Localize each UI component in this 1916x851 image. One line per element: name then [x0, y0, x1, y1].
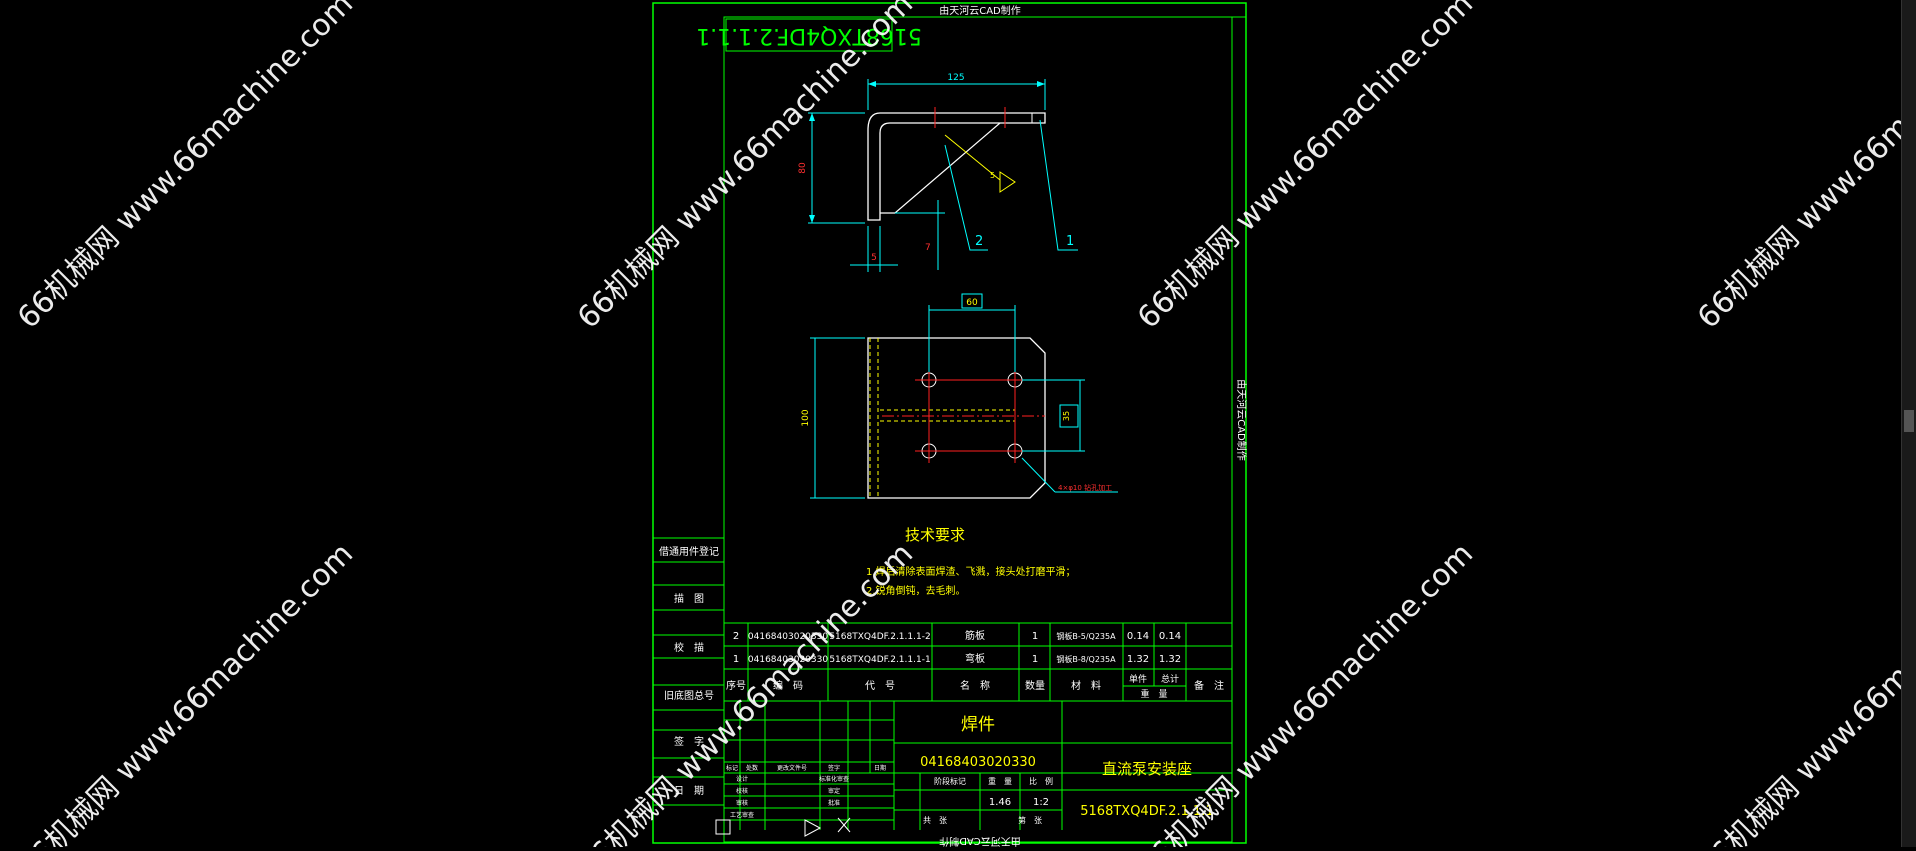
watermark-3: 66机械网 www.66machine.com [1131, 0, 1480, 336]
weight-value: 1.46 [989, 797, 1011, 808]
part-code: 04168403020330 [920, 755, 1036, 770]
bom-row-1-material: 钢板B-8/Q235A [1056, 654, 1116, 664]
bom-header-total: 总计 [1161, 673, 1179, 685]
left-label-6: 日 期 [674, 785, 704, 797]
bom-row-1-drawing: 5168TXQ4DF.2.1.1.1-1 [829, 655, 930, 665]
inner-frame [723, 16, 1233, 843]
bom-row-2-qty: 1 [1032, 631, 1038, 642]
dim-plate-height: 100 [801, 409, 811, 426]
row-label-4: 签字 [828, 764, 840, 772]
sign-label2-1: 标准化审查 [819, 775, 849, 783]
bom-row-2-drawing: 5168TXQ4DF.2.1.1.1-2 [829, 632, 930, 642]
callout-2: 2 [975, 234, 983, 249]
bom-row-2-unit: 0.14 [1127, 631, 1149, 642]
bom-header-weight: 重 量 [1140, 688, 1167, 700]
watermark-7: 66机械网 www.66machine.com [1131, 536, 1480, 847]
sheets-label: 共 张 [923, 816, 947, 825]
part-name: 直流泵安装座 [1102, 760, 1192, 778]
callout-1: 1 [1066, 234, 1074, 249]
left-label-3: 校 描 [674, 641, 704, 654]
sign-label-1: 设计 [736, 775, 748, 783]
bom-row-1-code: 04168403020330 [748, 655, 828, 665]
left-label-1: 借通用件登记 [659, 545, 719, 558]
left-label-5: 签 字 [674, 735, 704, 748]
weight-label: 重 量 [988, 776, 1012, 786]
scale-label: 比 例 [1029, 776, 1053, 786]
watermark-1: 66机械网 www.66machine.com [11, 0, 360, 336]
title-block-lines [724, 701, 1232, 830]
code-box-text: 5168TXQ4DF.2.1.1.1 [696, 23, 922, 48]
code-box [725, 18, 893, 52]
bom-header-seq: 序号 [726, 679, 746, 692]
tech-item-2: 2.锐角倒钝，去毛刺。 [866, 584, 966, 597]
scale-value: 1:2 [1033, 797, 1049, 808]
part-type: 焊件 [961, 715, 995, 735]
tech-item-1: 1.焊后清除表面焊渣、飞溅，接头处打磨平滑； [866, 565, 1076, 578]
row-label-5: 日期 [874, 764, 886, 772]
left-column [653, 537, 724, 806]
row-label-1: 标记 [726, 764, 738, 772]
top-view: 60 100 35 4×φ10 钻孔加工 [801, 293, 1118, 499]
watermark-5: 66机械网 www.66machine.com [11, 536, 360, 847]
bom-row-2-material: 钢板B-5/Q235A [1056, 631, 1116, 641]
bom-header-code: 编 码 [773, 679, 803, 692]
vertical-scrollbar[interactable] [1901, 0, 1916, 847]
bom-row-2-total: 0.14 [1159, 631, 1181, 642]
bom-row-1-seq: 1 [733, 654, 739, 665]
svg-text:5: 5 [990, 171, 995, 180]
watermark-8: 66机械网 www.66machine.com [1691, 536, 1916, 847]
row-label-2: 处数 [746, 764, 758, 772]
sign-label2-3: 批准 [828, 799, 840, 807]
dim-height-left: 80 [798, 162, 808, 174]
sign-label-4: 工艺审查 [730, 811, 754, 819]
bom-row-1-name: 弯板 [965, 652, 985, 665]
drawing-no: 5168TXQ4DF.2.1.1.1 [1080, 804, 1213, 819]
sign-label2-2: 审定 [828, 787, 840, 795]
left-label-4: 旧底图总号 [664, 689, 714, 702]
header-note: 由天河云CAD制作 [939, 4, 1021, 17]
dim-top-width: 125 [947, 73, 964, 83]
sign-label-3: 审核 [736, 799, 748, 807]
bom-header-material: 材 料 [1071, 679, 1101, 692]
front-view: 125 80 5 7 2 1 5 [798, 73, 1078, 272]
row-label-3: 更改文件号 [777, 764, 807, 772]
bom-table [724, 622, 1232, 702]
bom-header-drawing: 代 号 [865, 680, 895, 692]
left-label-2: 描 图 [674, 592, 704, 605]
bom-header-unit: 单件 [1129, 673, 1147, 685]
bom-header-name: 名 称 [960, 679, 990, 692]
dim-small-h: 5 [871, 253, 877, 263]
sign-label-2: 校核 [736, 787, 748, 795]
scrollbar-thumb[interactable] [1904, 410, 1914, 432]
dim-hole-pitch: 35 [1062, 411, 1071, 421]
sheet-label: 第 张 [1018, 815, 1042, 825]
ucs-icon [715, 817, 851, 837]
bom-row-1-total: 1.32 [1159, 654, 1181, 665]
bom-header-note: 备 注 [1194, 679, 1224, 692]
hole-note: 4×φ10 钻孔加工 [1058, 483, 1112, 492]
stage-label: 阶段标记 [934, 776, 966, 786]
bom-row-2-name: 筋板 [965, 629, 985, 642]
bottom-note: 由天河云CAD制作 [939, 835, 1021, 847]
dim-small-v: 7 [925, 243, 931, 253]
bom-row-1-unit: 1.32 [1127, 654, 1149, 665]
outer-frame [652, 2, 1247, 844]
dim-bolt-spacing: 60 [966, 298, 978, 308]
bom-header-qty: 数量 [1025, 679, 1045, 692]
side-note: 由天河云CAD制作 [1235, 379, 1248, 461]
tech-title: 技术要求 [905, 526, 965, 544]
bom-row-1-qty: 1 [1032, 654, 1038, 665]
watermark-4: 66机械网 www.66machine.com [1691, 0, 1916, 336]
bom-row-2-seq: 2 [733, 631, 739, 642]
bom-row-2-code: 04168403020330 [748, 632, 828, 642]
